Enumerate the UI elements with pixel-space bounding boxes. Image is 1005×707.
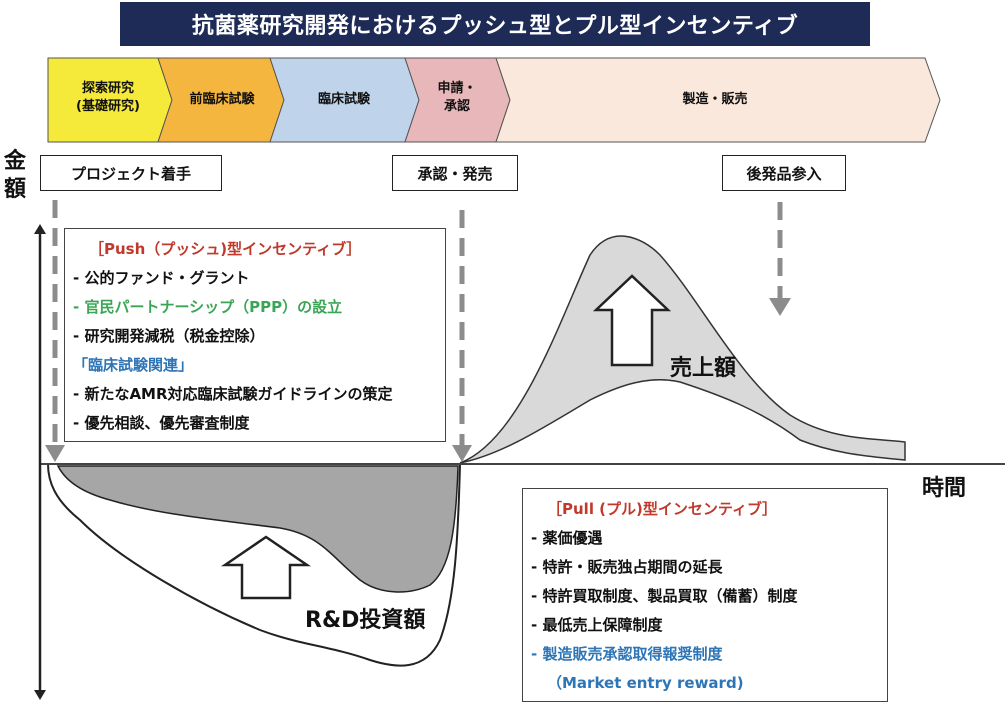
y-axis-arrow-bottom	[34, 690, 46, 700]
project-start-arrow-head	[45, 445, 65, 462]
diagram-title: 抗菌薬研究開発におけるプッシュ型とプル型インセンティブ	[120, 2, 870, 46]
rd-curve-label: R&D投資額	[305, 608, 426, 633]
milestone-generic-entry: 後発品参入	[722, 155, 846, 191]
x-axis-label: 時間	[922, 476, 967, 501]
sales-curve-label: 売上額	[670, 356, 737, 381]
phase-label-clinical: 臨床試験	[317, 92, 370, 107]
phase-label-sales: 製造・販売	[682, 92, 748, 107]
pull-incentive-box: ［Pull (プル)型インセンティブ］ - 薬価優遇 - 特許・販売独占期間の延…	[522, 488, 888, 702]
push-item-fund: - 公的ファンド・グラント	[73, 269, 250, 287]
generic-entry-arrow-head	[769, 298, 791, 316]
milestone-approval-launch: 承認・発売	[392, 155, 518, 191]
push-box-heading: ［Push（プッシュ)型インセンティブ］	[89, 240, 362, 258]
push-sub-item-priority: - 優先相談、優先審査制度	[73, 414, 250, 432]
sales-curve	[459, 235, 906, 464]
pull-item-buyout: - 特許買取制度、製品買取（備蓄）制度	[531, 587, 798, 605]
push-item-tax: - 研究開発減税（税金控除）	[73, 327, 265, 345]
approval-arrow-head	[452, 445, 472, 462]
pull-item-market-entry-note: （Market entry reward)	[547, 674, 744, 692]
pull-item-price: - 薬価優遇	[531, 529, 603, 547]
pull-box-heading: ［Pull (プル)型インセンティブ］	[547, 500, 777, 518]
phase-label-approval: 申請・ 承認	[437, 81, 477, 115]
rd-up-arrow	[220, 535, 312, 600]
push-item-ppp: - 官民パートナーシップ（PPP）の設立	[73, 298, 343, 316]
push-sub-heading: 「臨床試験関連」	[73, 356, 194, 374]
y-axis-arrow-top	[34, 224, 46, 234]
milestone-project-start: プロジェクト着手	[40, 155, 222, 191]
rd-investment-curve-inner	[56, 465, 459, 593]
y-axis-label: 金 額	[3, 149, 26, 202]
phase-label-research: 探索研究 (基礎研究)	[76, 81, 140, 115]
push-sub-item-guideline: - 新たなAMR対応臨床試験ガイドラインの策定	[73, 385, 393, 403]
push-incentive-box: ［Push（プッシュ)型インセンティブ］ - 公的ファンド・グラント - 官民パ…	[64, 228, 446, 442]
phase-chevron-sales	[495, 57, 941, 143]
pull-item-market-entry: - 製造販売承認取得報奨制度	[531, 645, 723, 663]
phase-label-preclinical: 前臨床試験	[189, 92, 255, 107]
pull-item-patent-extension: - 特許・販売独占期間の延長	[531, 558, 723, 576]
sales-up-arrow	[592, 274, 672, 367]
pull-item-min-sales: - 最低売上保障制度	[531, 616, 663, 634]
